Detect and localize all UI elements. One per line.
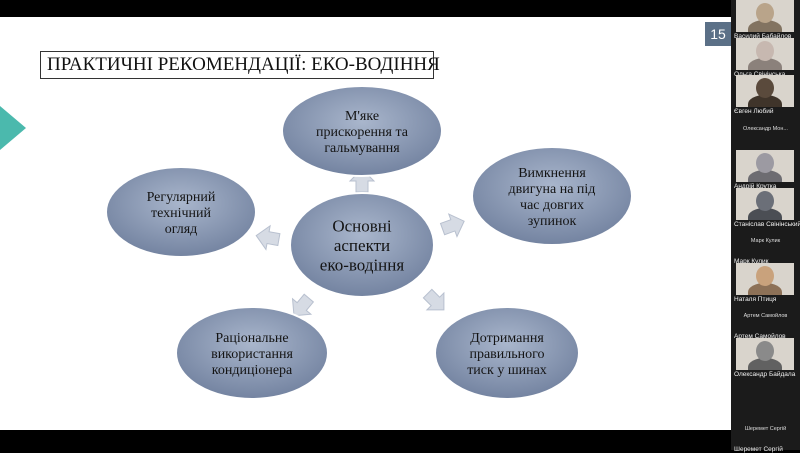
participant-name: Василий Бабайлов [734,33,792,40]
center-node-label-line: еко-водіння [320,256,405,275]
node-maintenance-label-line: технічний [151,206,212,221]
participant-name: Марк Кулик [734,258,769,265]
center-node-label-line: Основні [332,216,392,235]
participant-tile[interactable]: Євген Любий [731,75,800,115]
participant-tile[interactable]: Василий Бабайлов [731,0,800,40]
participant-name: Артем Самойлов [734,333,786,340]
arrow-to-engine-off [439,213,465,238]
arrow-to-air-conditioning [291,293,315,317]
participants-panel[interactable]: Василий БабайловОльга СвінінськаЄвген Лю… [731,0,800,453]
node-soft-accel-label-line: гальмування [324,141,400,156]
node-engine-off-label-line: зупинок [528,214,577,229]
node-tire-pressure-label-line: Дотримання [470,331,544,346]
arrow-to-maintenance [255,224,281,251]
participant-video-thumbnail [736,338,794,370]
node-soft-accel-label-line: М'яке [345,109,379,124]
node-maintenance-shape [105,166,257,258]
node-soft-accel-shape [281,85,443,177]
participant-tile[interactable]: Андрій Крутка [731,150,800,190]
node-tire-pressure-shape [434,306,580,400]
connector-arrows [255,168,465,317]
participant-video-thumbnail [736,0,794,32]
center-node-label-line: аспекти [334,236,390,255]
participant-center-name: Артем Самойлов [743,313,788,319]
participant-video-thumbnail [736,150,794,182]
node-maintenance-label-line: Регулярний [147,190,216,205]
node-engine-off-label-line: двигуна на під [509,182,596,197]
slide-title: ПРАКТИЧНІ РЕКОМЕНДАЦІЇ: ЕКО-ВОДІННЯ [40,51,440,79]
participant-tile[interactable]: Станіслав Свінінський [731,188,800,228]
participant-center-name: Шеремет Сергій [744,426,787,432]
participant-tile[interactable]: Наталя Птиця [731,263,800,303]
node-engine-off-label-line: час довгих [520,198,584,213]
node-engine-off-label-line: Вимкнення [518,166,586,181]
participant-tile[interactable]: Олександр Мон... [731,113,800,153]
participant-video-thumbnail [736,263,794,295]
node-air-conditioning-label-line: кондиціонера [212,363,293,378]
participant-center-name: Олександр Мон... [743,126,788,132]
participant-tile[interactable]: Олександр Байдала [731,338,800,378]
page-number-badge: 15 [705,22,731,46]
center-node-shape [289,192,435,298]
participant-video-thumbnail [736,38,794,70]
node-air-conditioning-label-line: Раціональне [215,331,288,346]
node-tire-pressure-label-line: тиск у шинах [467,363,547,378]
participant-video-thumbnail [736,75,794,107]
participant-center-name: Марк Кулик [750,238,781,244]
presentation-slide: ПРАКТИЧНІ РЕКОМЕНДАЦІЇ: ЕКО-ВОДІННЯ 15 О… [0,17,731,430]
node-tire-pressure-label-line: правильного [469,347,544,362]
arrow-to-tire-pressure [422,288,445,311]
screen-share-bottom-bar [0,430,731,450]
node-engine-off-shape [471,146,633,246]
node-air-conditioning-shape [175,306,329,400]
participant-name: Станіслав Свінінський [734,221,800,228]
node-maintenance-label-line: огляд [165,222,198,237]
participant-video-thumbnail [736,188,794,220]
participant-name: Олександр Байдала [734,371,796,378]
participant-name: Наталя Птиця [734,296,777,303]
participant-name: Андрій Крутка [734,183,777,190]
decorative-arrow-icon [0,106,26,150]
participant-tile[interactable]: Ольга Свінінська [731,38,800,78]
node-soft-accel-label-line: прискорення та [316,125,409,140]
participant-name: Євген Любий [734,108,774,115]
participant-name: Ольга Свінінська [734,71,800,78]
node-air-conditioning-label-line: використання [211,347,293,362]
